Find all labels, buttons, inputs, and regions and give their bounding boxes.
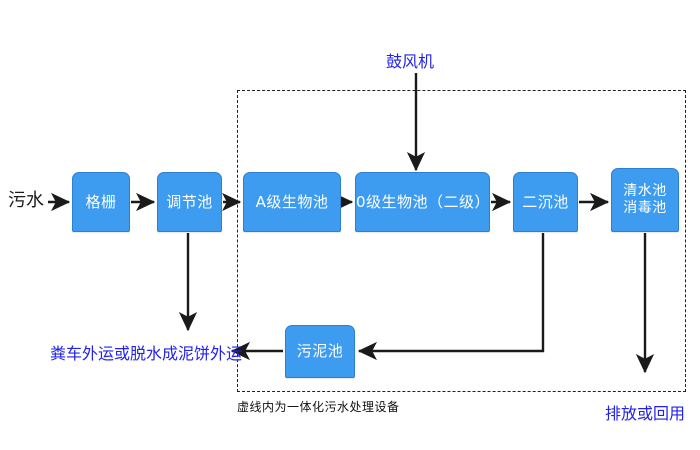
blower-label: 鼓风机	[386, 52, 435, 71]
node-o-stage-bio-tank[interactable]: 0级生物池（二级）	[355, 172, 490, 232]
dashed-region-caption: 虚线内为一体化污水处理设备	[237, 400, 400, 414]
node-regulating-tank[interactable]: 调节池	[157, 172, 222, 232]
sludge-haul-outlet-label: 粪车外运或脱水成泥饼外运	[50, 344, 243, 363]
node-secondary-clarifier[interactable]: 二沉池	[513, 172, 578, 232]
discharge-reuse-outlet-label: 排放或回用	[605, 404, 686, 423]
node-a-stage-bio-tank[interactable]: A级生物池	[243, 172, 341, 232]
integrated-equipment-boundary	[237, 90, 686, 392]
node-clear-water-disinfection-tank[interactable]: 清水池 消毒池	[611, 168, 679, 232]
node-sludge-tank[interactable]: 污泥池	[285, 325, 355, 378]
node-grate[interactable]: 格栅	[72, 172, 130, 232]
inlet-label: 污水	[8, 190, 44, 211]
